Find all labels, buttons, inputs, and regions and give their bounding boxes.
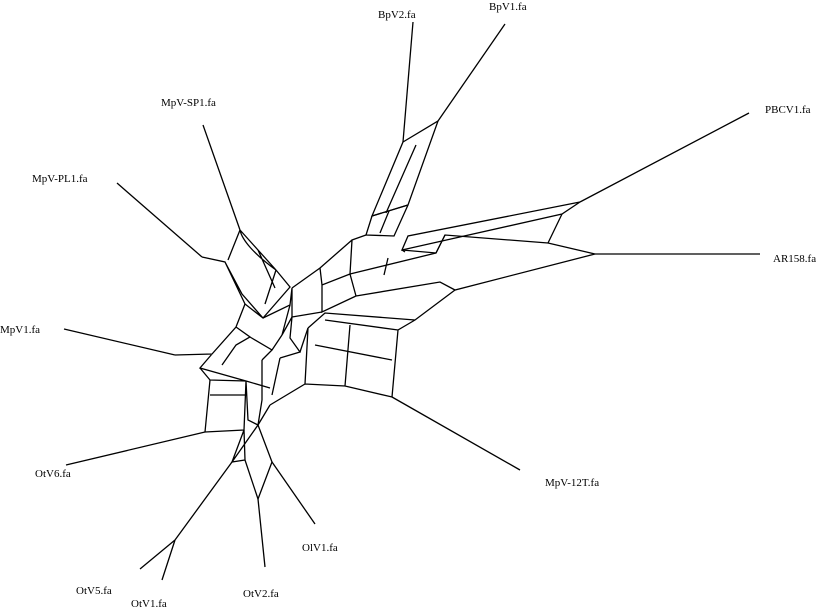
label-otv2: OtV2.fa [243, 588, 279, 600]
upper-left-box [201, 229, 291, 319]
edge-otv1 [161, 539, 176, 581]
label-bpv1: BpV1.fa [489, 1, 527, 13]
edge-bpv1 [437, 23, 506, 122]
label-mpv-sp1: MpV-SP1.fa [161, 97, 216, 109]
bpv-box-inner [365, 144, 417, 237]
right-mid-box [349, 213, 563, 276]
center-lines [257, 304, 309, 426]
label-otv1: OtV1.fa [131, 598, 167, 609]
label-bpv2: BpV2.fa [378, 9, 416, 21]
edge-otv6 [65, 431, 206, 466]
label-pbcv1: PBCV1.fa [765, 104, 811, 116]
edge-pbcv1 [579, 112, 750, 203]
edge-mpv-pl1 [116, 182, 203, 258]
label-ar158: AR158.fa [773, 253, 816, 265]
label-mpv1: MpV1.fa [0, 324, 40, 336]
label-mpv-pl1: MpV-PL1.fa [32, 173, 88, 185]
edge-mpv-sp1 [202, 124, 241, 231]
edge-bpv2 [402, 21, 414, 143]
edge-olv1 [271, 461, 316, 525]
edge-otv5 [139, 539, 176, 570]
mpv12t-box [269, 289, 456, 406]
pbcv-box [400, 201, 581, 251]
label-olv1: OlV1.fa [302, 542, 338, 554]
label-mpv-12t: MpV-12T.fa [545, 477, 599, 489]
edge-otv-stem [174, 461, 233, 541]
label-otv6: OtV6.fa [35, 468, 71, 480]
edge-mpv-12t [391, 396, 521, 471]
ar158-box [355, 234, 596, 297]
otv6-box [204, 360, 263, 433]
network-edges [63, 21, 760, 581]
edge-otv2 [257, 498, 266, 568]
label-otv5: OtV5.fa [76, 585, 112, 597]
otv-box [230, 424, 273, 501]
edge-mpv1 [63, 328, 176, 356]
